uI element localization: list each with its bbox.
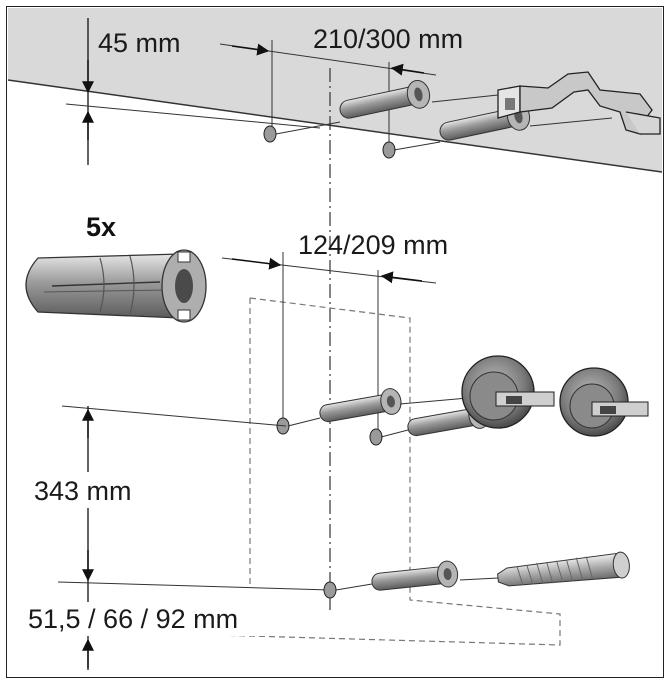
ceiling-edge [7,79,663,173]
wall-plug-detail [25,249,207,323]
top-wall-plug-1 [339,79,431,119]
bottom-ref-line [57,581,331,591]
quantity-label: 5x [86,212,116,242]
bottom-offset-label-bg [22,602,312,636]
middle-spacing-arrow-right [380,271,423,284]
top-spacing-arrow-right [390,63,425,76]
middle-drill-hole-right [369,428,383,446]
middle-spacing-label: 124/209 mm [298,230,448,260]
fixing-disc-2 [559,367,649,437]
bottom-drill-hole [323,581,337,599]
bottom-offset-label: 51,5 / 66 / 92 mm [28,604,238,634]
top-spacing-arrow-left [231,43,270,56]
top-drill-hole-right [382,141,396,159]
ceiling-offset-label: 45 mm [98,28,181,58]
vertical-spacing-label: 343 mm [34,476,132,506]
cistern-outline [41,297,561,646]
bottom-wall-plug [371,560,459,591]
top-spacing-label: 210/300 mm [313,24,463,54]
threaded-screw [497,551,630,587]
top-drill-hole-left [263,125,277,143]
middle-spacing-arrow-left [231,257,282,270]
ceiling-surface [8,8,662,172]
fixing-disc-1 [399,355,555,429]
mounting-bracket [497,71,661,135]
middle-wall-plug-1 [319,388,402,423]
vertical-spacing-label-bg [28,472,178,508]
ceiling-ref-line [65,103,321,129]
middle-ref-line [61,405,287,427]
